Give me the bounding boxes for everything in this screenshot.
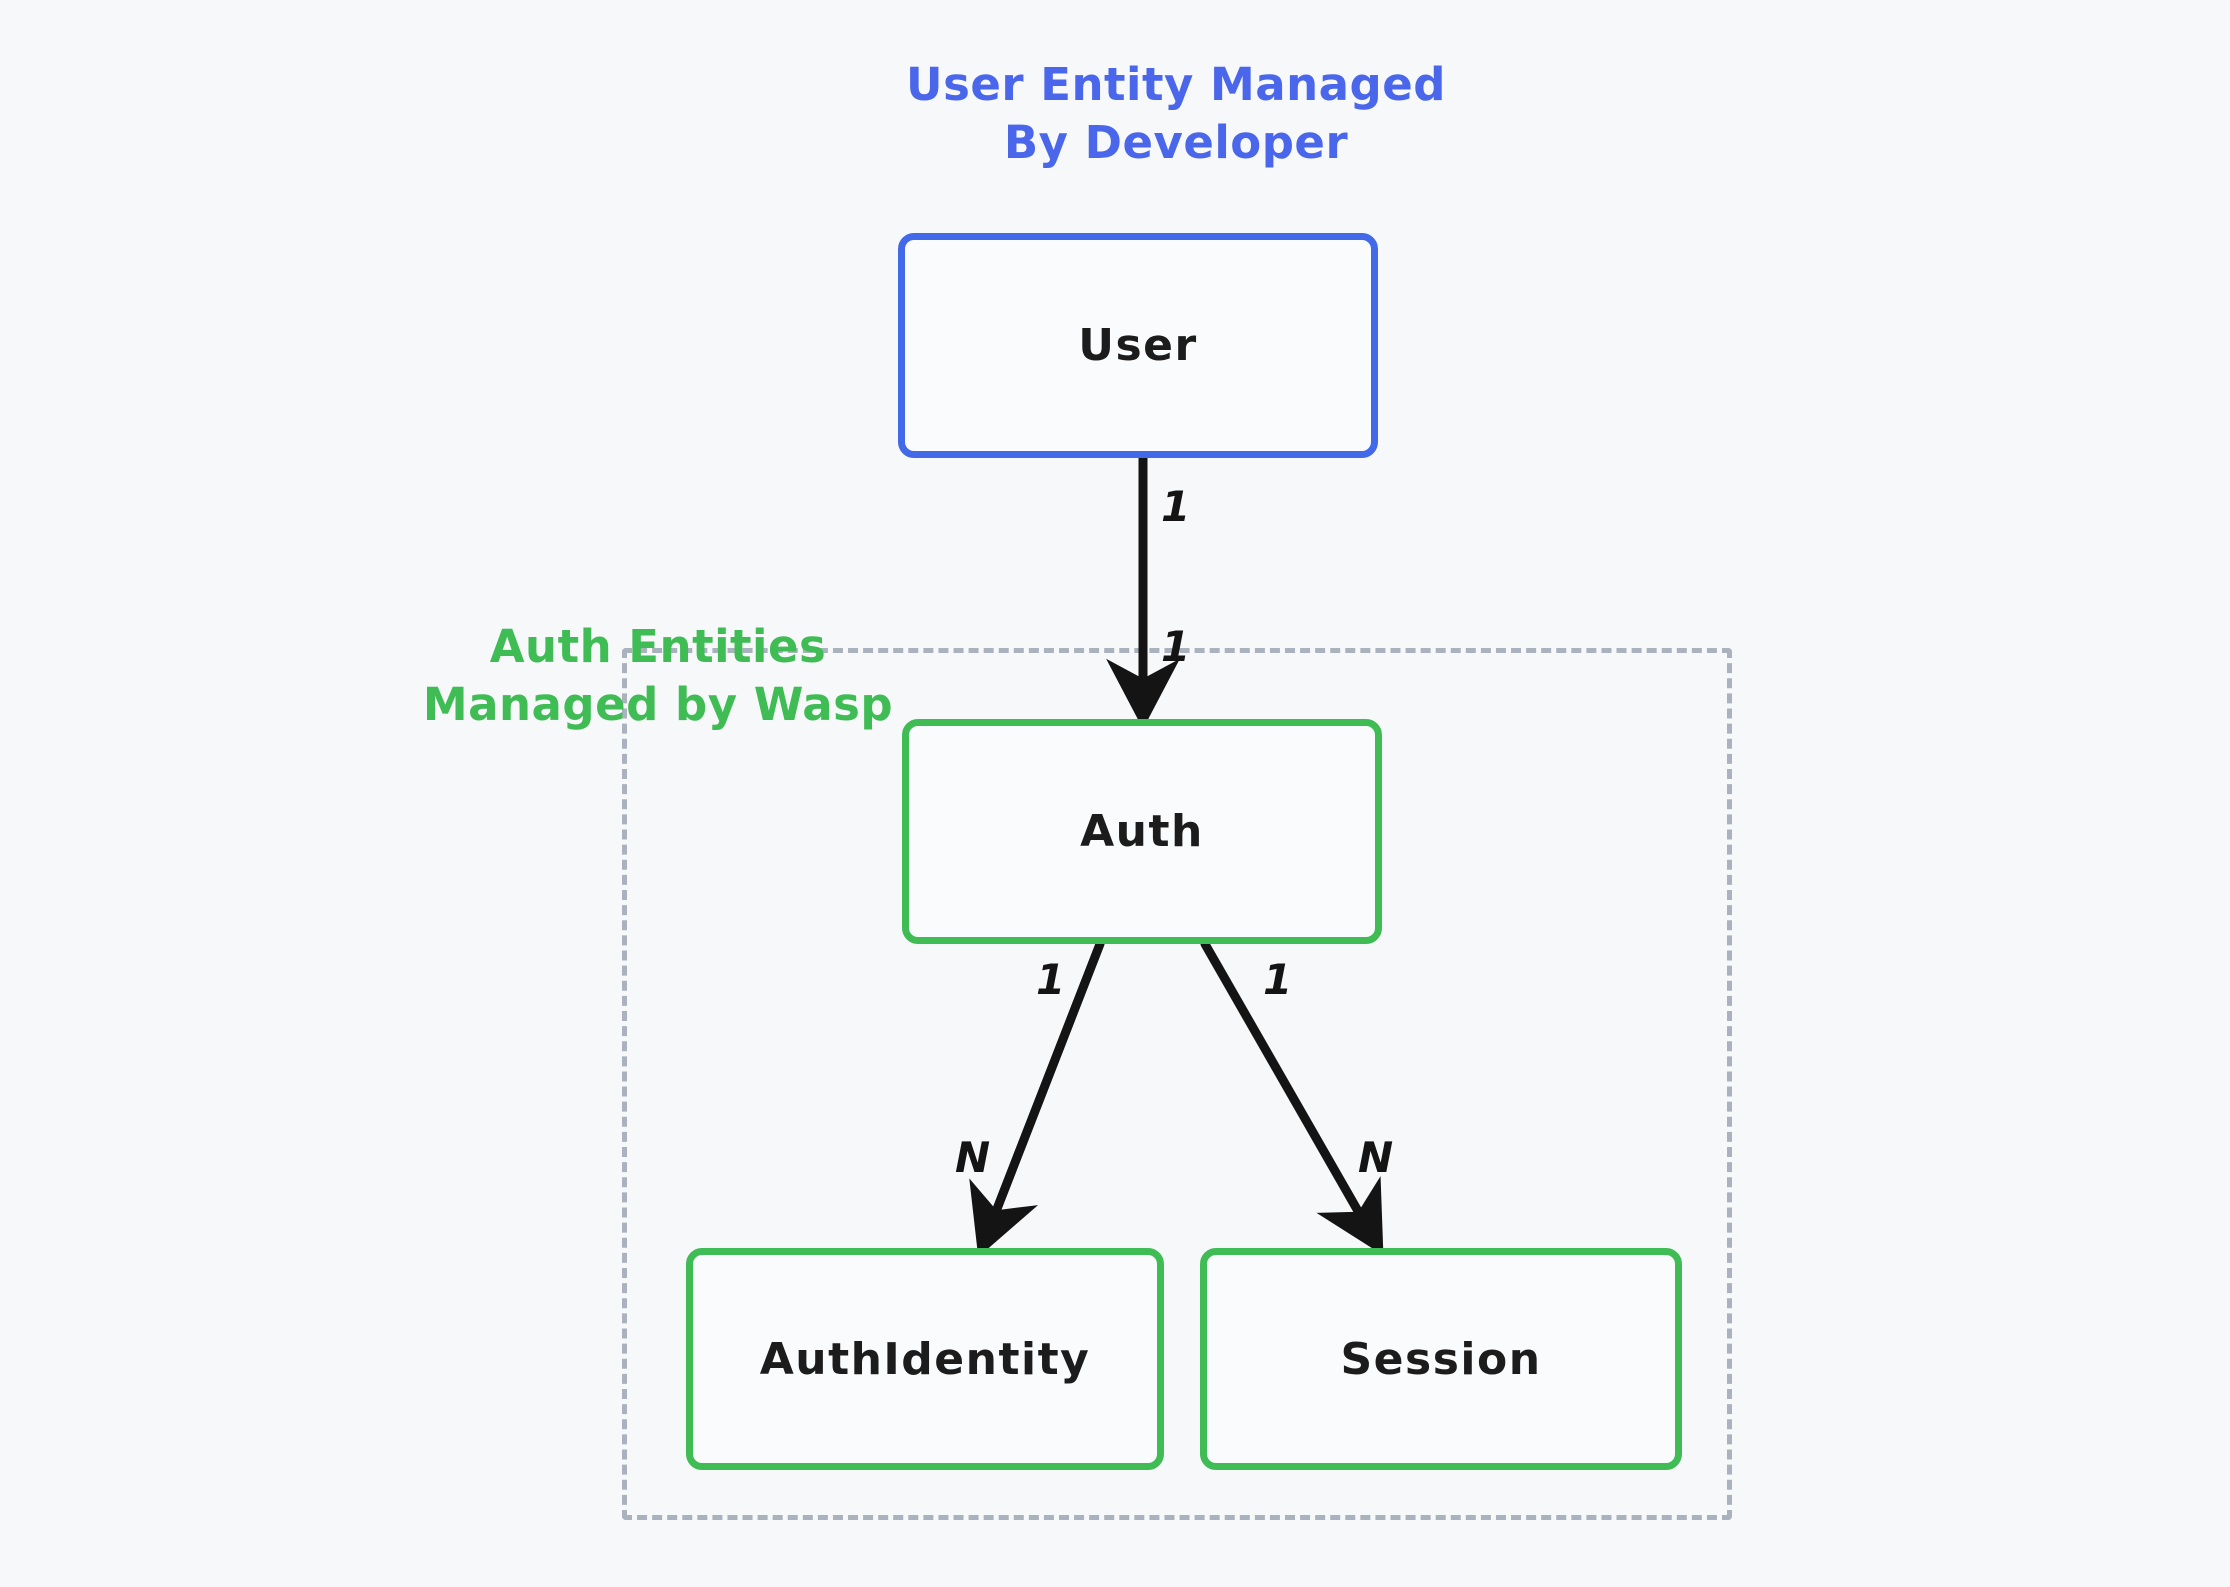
caption-developer-group: User Entity Managed By Developer bbox=[906, 58, 1446, 169]
edge-label-auth-authidentity-source: 1 bbox=[1036, 955, 1066, 1004]
node-user[interactable]: User bbox=[898, 233, 1378, 458]
wasp-auth-group-container bbox=[622, 648, 1732, 1520]
node-auth-label: Auth bbox=[1080, 806, 1204, 857]
edge-label-user-auth-source: 1 bbox=[1161, 482, 1191, 531]
edge-label-auth-session-target: N bbox=[1358, 1133, 1394, 1182]
node-authidentity-label: AuthIdentity bbox=[759, 1333, 1091, 1385]
edge-label-user-auth-target: 1 bbox=[1161, 622, 1191, 671]
node-auth[interactable]: Auth bbox=[902, 719, 1382, 944]
node-session[interactable]: Session bbox=[1200, 1248, 1682, 1470]
edge-label-auth-authidentity-target: N bbox=[955, 1133, 991, 1182]
caption-wasp-group: Auth Entities Managed by Wasp bbox=[422, 620, 894, 731]
node-authidentity[interactable]: AuthIdentity bbox=[686, 1248, 1164, 1470]
edge-label-auth-session-source: 1 bbox=[1263, 955, 1293, 1004]
node-user-label: User bbox=[1078, 320, 1198, 371]
node-session-label: Session bbox=[1340, 1333, 1542, 1385]
